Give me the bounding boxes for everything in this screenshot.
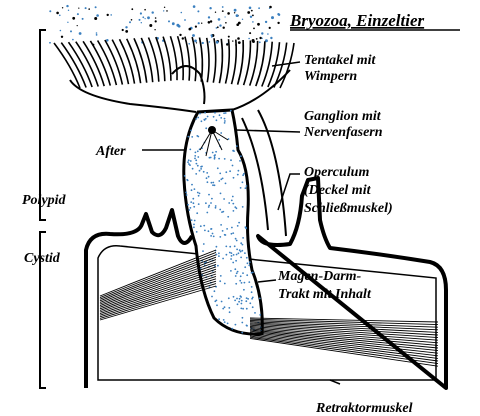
diagram-title: Bryozoa, Einzeltier	[289, 11, 425, 30]
label-after: After	[95, 144, 126, 159]
gut-tract	[184, 110, 263, 334]
polypid-bracket	[40, 30, 46, 220]
cystid-inner-line	[98, 246, 436, 380]
label-cystid: Cystid	[24, 251, 61, 266]
label-ganglion: Ganglion mit Nervenfasern	[303, 109, 384, 140]
label-polypid: Polypid	[22, 193, 67, 208]
label-retraktormuskel: Retraktormuskel	[315, 401, 413, 416]
tentacle-crown	[54, 36, 294, 88]
label-tentakel: Tentakel mit Wimpern	[304, 53, 379, 84]
lophophore-base	[70, 70, 290, 112]
label-operculum: Operculum (Deckel mit Schließmuskel)	[304, 165, 393, 216]
label-magen-darm: Magen-Darm- Trakt mit Inhalt	[277, 269, 372, 302]
retractor-muscles	[100, 250, 438, 366]
